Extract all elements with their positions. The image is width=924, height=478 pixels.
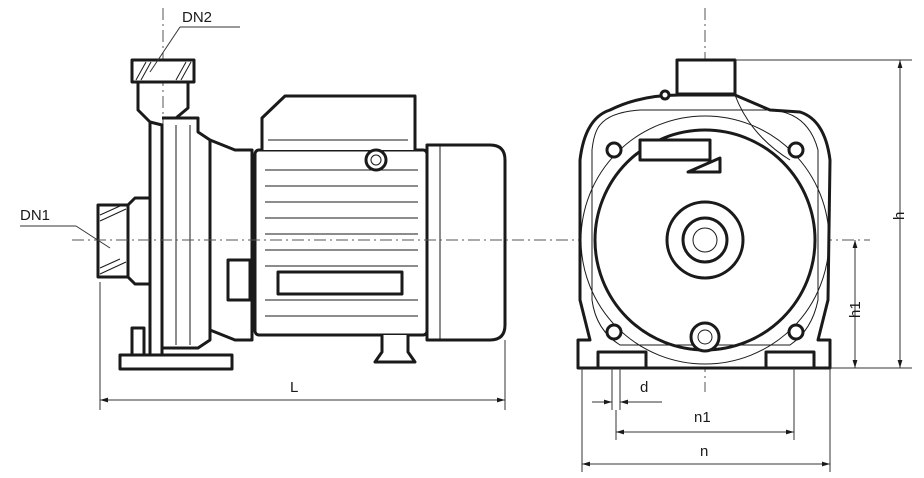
- dim-h: h: [735, 59, 912, 369]
- drain-plug: [689, 321, 721, 353]
- suction-hatch: [99, 205, 127, 275]
- dim-h-label: h: [891, 212, 908, 220]
- priming-plate: [638, 138, 712, 162]
- dn1-callout: DN1: [20, 207, 111, 249]
- rear-support: [373, 335, 417, 364]
- volute-curve: [734, 94, 791, 161]
- hub-outer: [665, 200, 745, 280]
- adapter-plate: [162, 116, 212, 350]
- dim-h1: h1: [847, 240, 864, 368]
- dim-d: d: [592, 368, 662, 410]
- bolt-holes: [605, 141, 805, 341]
- hub-inner: [681, 216, 729, 264]
- suction-flange: [96, 203, 130, 279]
- dim-n: n: [581, 368, 831, 472]
- discharge-hatch: [135, 61, 192, 81]
- terminal-box: [260, 94, 417, 150]
- suction-neck-top: [126, 196, 150, 207]
- dn2-callout: DN2: [149, 9, 240, 73]
- side-box: [226, 258, 252, 302]
- dim-h1-label: h1: [847, 301, 864, 318]
- dn1-label: DN1: [20, 207, 50, 224]
- rotation-arrow: [686, 156, 722, 174]
- dn2-label: DN2: [182, 9, 212, 26]
- dim-L-label: L: [290, 379, 298, 396]
- base-foot: [118, 353, 234, 371]
- discharge-neck-left: [136, 82, 152, 240]
- bracket: [209, 138, 254, 342]
- dim-L: L: [99, 282, 506, 410]
- dim-n1: n1: [615, 368, 795, 440]
- motor-nameplate: [276, 270, 404, 296]
- front-outlet: [675, 58, 737, 96]
- motor-housing: [253, 148, 429, 337]
- fan-cover: [425, 143, 507, 342]
- dim-n1-label: n1: [694, 409, 711, 426]
- dim-n-label: n: [700, 443, 708, 460]
- front-feet: [596, 350, 816, 370]
- front-view: h h1 d n1 n: [576, 8, 912, 472]
- volute-casing: [148, 120, 164, 357]
- dim-d-label: d: [640, 379, 648, 396]
- foot-bolt: [130, 326, 146, 357]
- side-view: DN2 DN1 L: [20, 8, 870, 410]
- cable-gland: [364, 148, 388, 172]
- suction-neck-bottom: [126, 275, 150, 286]
- motor-fins: [265, 169, 418, 317]
- discharge-neck-right: [175, 82, 190, 120]
